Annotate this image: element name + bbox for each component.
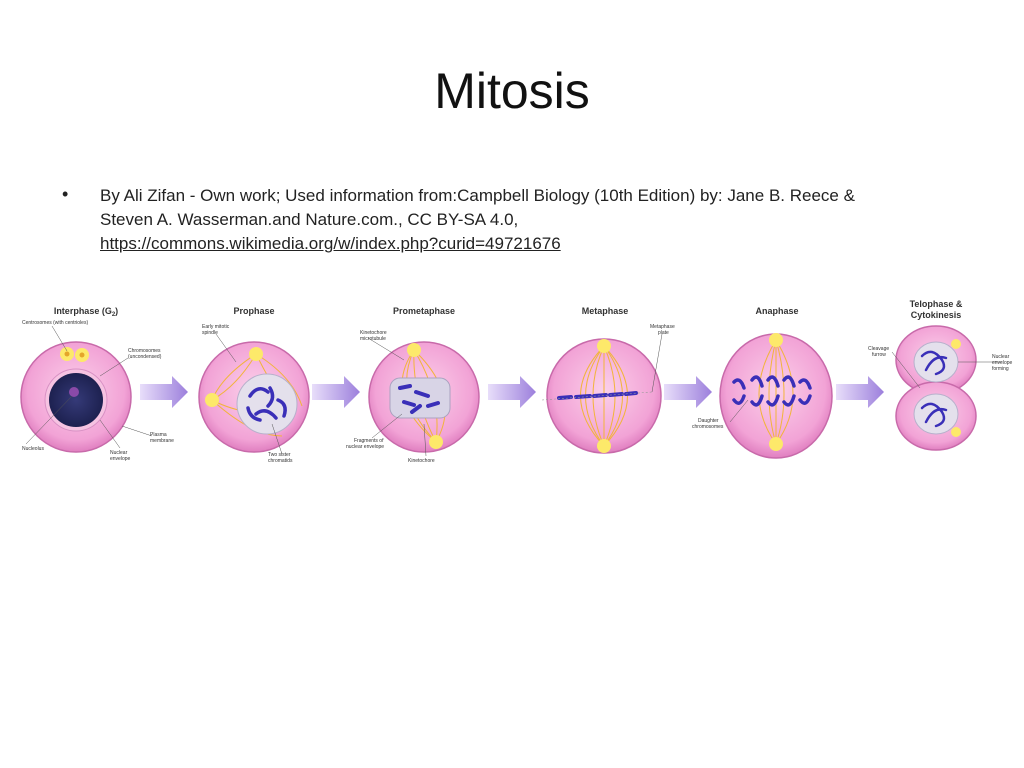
label-early-spindle-2: spindle [202, 330, 218, 336]
arrow-3 [488, 376, 536, 408]
label-plasma-1: Plasma [150, 432, 167, 438]
annotation-labels: Centrosomes (with centrioles) Chromosome… [22, 320, 1013, 464]
leader-lines [25, 325, 1002, 457]
anaphase-cell [719, 333, 833, 459]
attribution-line-1: By Ali Zifan - Own work; Used informatio… [100, 186, 855, 205]
label-plasma-2: membrane [150, 438, 174, 444]
label-daughter-2: chromosomes [692, 424, 724, 430]
phase-title-prophase: Prophase [233, 306, 274, 316]
label-nucleolus: Nucleolus [22, 446, 44, 452]
label-forming-1: Nuclear [992, 354, 1010, 360]
telophase-cell [895, 325, 977, 451]
stage-arrows [140, 376, 884, 408]
label-forming-3: forming [992, 366, 1009, 372]
label-kmicro-2: microtubule [360, 336, 386, 342]
source-link[interactable]: https://commons.wikimedia.org/w/index.ph… [100, 234, 561, 253]
label-plate-2: plate [658, 330, 669, 336]
mitosis-figure: Interphase (G2) Prophase Prometaphase Me… [12, 296, 1024, 468]
bullet-symbol: • [62, 184, 69, 204]
label-early-spindle-1: Early mitotic [202, 324, 230, 330]
mitosis-diagram: Interphase (G2) Prophase Prometaphase Me… [20, 299, 1013, 464]
label-frag-1: Fragments of [354, 438, 384, 444]
prometaphase-cell [368, 341, 480, 453]
label-forming-2: envelope [992, 360, 1013, 366]
label-cleavage-2: furrow [872, 352, 886, 358]
phase-title-anaphase: Anaphase [755, 306, 798, 316]
label-sister-1: Two sister [268, 452, 291, 458]
phase-title-metaphase: Metaphase [582, 306, 629, 316]
arrow-5 [836, 376, 884, 408]
interphase-cell [20, 341, 132, 453]
label-centrosomes: Centrosomes (with centrioles) [22, 320, 88, 326]
label-sister-2: chromatids [268, 458, 293, 464]
label-kinetochore: Kinetochore [408, 458, 435, 464]
phase-title-cytokinesis: Cytokinesis [911, 310, 962, 320]
label-nuclear-env-2: envelope [110, 456, 131, 462]
slide-title: Mitosis [434, 63, 590, 119]
metaphase-cell [541, 338, 662, 454]
label-kmicro-1: Kinetochore [360, 330, 387, 336]
attribution-text: By Ali Zifan - Own work; Used informatio… [100, 184, 930, 256]
label-nuclear-env-1: Nuclear [110, 450, 128, 456]
phase-title-telophase: Telophase & [910, 299, 963, 309]
prophase-cell [198, 341, 310, 453]
phase-title-prometaphase: Prometaphase [393, 306, 455, 316]
arrow-1 [140, 376, 188, 408]
phase-title-interphase: Interphase (G2) [54, 306, 118, 318]
arrow-2 [312, 376, 360, 408]
label-chromosomes-1: Chromosomes [128, 348, 161, 354]
label-daughter-1: Daughter [698, 418, 719, 424]
attribution-line-2: Steven A. Wasserman.and Nature.com., CC … [100, 210, 519, 229]
label-chromosomes-2: (uncondensed) [128, 354, 162, 360]
label-plate-1: Metaphase [650, 324, 675, 330]
arrow-4 [664, 376, 712, 408]
label-frag-2: nuclear envelope [346, 444, 384, 450]
label-cleavage-1: Cleavage [868, 346, 889, 352]
